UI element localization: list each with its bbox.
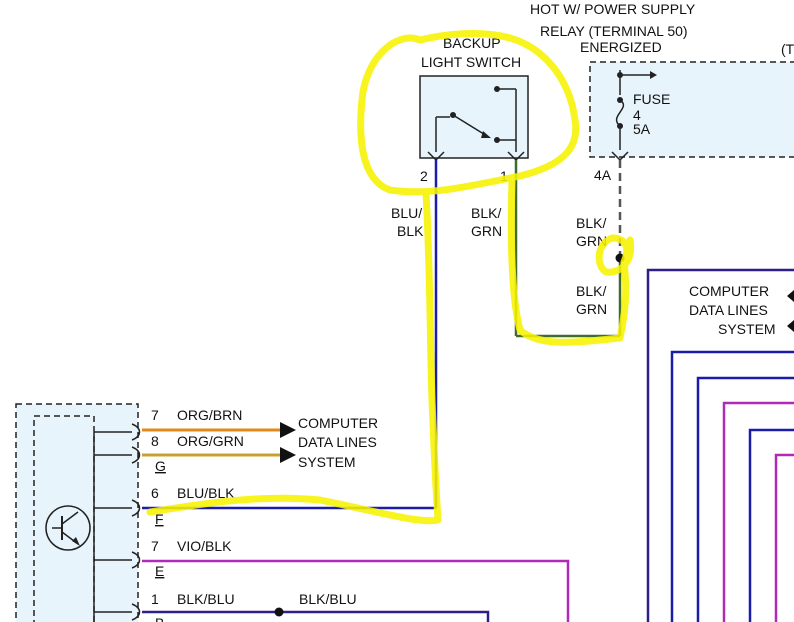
highlight-marks — [146, 30, 635, 525]
switch-contacts — [427, 86, 525, 162]
right-data-lines-3: SYSTEM — [718, 321, 776, 337]
pin-5-color: BLK/BLU — [177, 591, 235, 607]
right-data-arrow-2 — [787, 320, 794, 332]
wire-blk-grn-label-top: BLK/ — [471, 205, 501, 221]
header-line-1: HOT W/ POWER SUPPLY — [530, 1, 696, 17]
pin-4-color: VIO/BLK — [177, 538, 232, 554]
transistor-icon — [45, 505, 91, 551]
fuse-box — [589, 61, 794, 158]
pin-3-number: 6 — [151, 485, 159, 501]
arrow-org-brn — [280, 422, 296, 438]
pin-3-color: BLU/BLK — [177, 485, 235, 501]
wire-blk-grn-label-bottom: GRN — [471, 223, 502, 239]
wire-blu-blk-label-top: BLU/ — [391, 205, 422, 221]
pin-5-number: 1 — [151, 591, 159, 607]
pin-1-color: ORG/BRN — [177, 407, 242, 423]
fuse-terminal: 4A — [594, 167, 612, 183]
control-module-inner — [33, 415, 95, 622]
right-data-lines-2: DATA LINES — [689, 302, 768, 318]
right-data-lines-1: COMPUTER — [689, 283, 769, 299]
fuse-label: FUSE — [633, 91, 670, 107]
fuse-symbol — [611, 70, 657, 162]
pin-2-color: ORG/GRN — [177, 433, 244, 449]
wire-blk-blu — [142, 610, 490, 622]
wire-vio-blk — [142, 559, 570, 622]
left-data-lines-1: COMPUTER — [298, 415, 378, 431]
wire-blu-blk-label-bottom: BLK — [397, 223, 424, 239]
splice-label: BLK/BLU — [299, 591, 357, 607]
right-nested-wires — [646, 268, 794, 622]
wire-blk-grn2-label-top: BLK/ — [576, 215, 606, 231]
pin-1-number: 7 — [151, 407, 159, 423]
pin-5-letter: B — [155, 615, 164, 622]
header-corner-fragment: (T — [781, 41, 794, 57]
arrow-org-grn — [280, 447, 296, 463]
header-line-2: RELAY (TERMINAL 50) — [540, 23, 688, 39]
pin-4-number: 7 — [151, 538, 159, 554]
left-data-lines-2: DATA LINES — [298, 434, 377, 450]
backup-switch-title-2: LIGHT SWITCH — [421, 54, 521, 70]
module-bus — [93, 423, 141, 622]
backup-switch-title-1: BACKUP — [443, 35, 501, 51]
pin-3-letter: F — [155, 511, 164, 527]
splice-dot-blk-blu — [274, 607, 284, 617]
pin-2-number: 8 — [151, 433, 159, 449]
fuse-number: 4 — [633, 107, 641, 123]
wire-blk-grn3-label-bottom: GRN — [576, 301, 607, 317]
wire-blk-grn3-label-top: BLK/ — [576, 283, 606, 299]
fuse-rating: 5A — [633, 121, 651, 137]
pin-4-letter: E — [155, 563, 164, 579]
switch-pin-2: 2 — [420, 168, 428, 184]
pin-2-letter: G — [155, 458, 166, 474]
right-data-arrow-1 — [787, 290, 794, 302]
left-data-lines-3: SYSTEM — [298, 454, 356, 470]
header-line-3: ENERGIZED — [580, 39, 662, 55]
